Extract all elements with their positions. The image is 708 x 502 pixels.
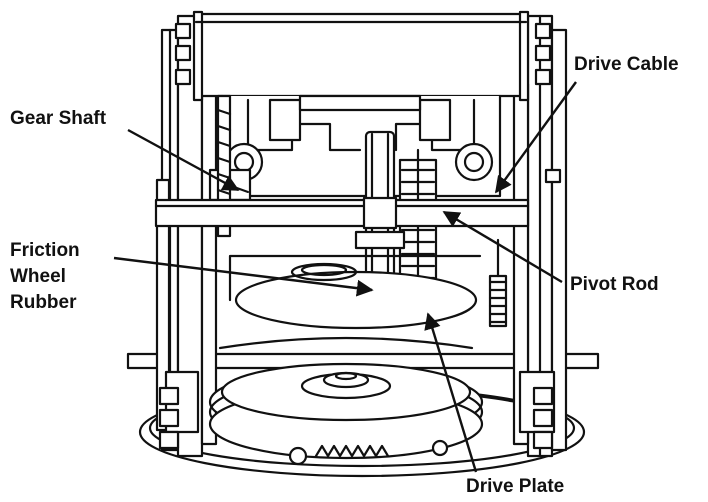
lower-spring [288,439,449,466]
drive-plate [228,254,482,330]
right-frame [512,14,568,458]
label-friction-wheel-line1: Friction [10,240,80,261]
leader-drive-plate [424,312,478,473]
top-housing [192,10,530,102]
leader-gear-shaft [127,128,240,192]
tension-spring [488,238,508,328]
label-pivot-rod: Pivot Rod [570,274,659,295]
label-friction-wheel-line3: Rubber [10,292,77,313]
label-gear-shaft: Gear Shaft [10,108,107,129]
leader-friction-wheel [113,256,374,297]
lower-pulley [208,336,484,460]
pivot-rod [154,196,530,230]
leader-pivot-rod [442,210,563,284]
label-friction-wheel-line2: Wheel [10,266,66,287]
gearbox-bracket [220,94,502,198]
label-drive-plate: Drive Plate [466,476,565,497]
label-drive-cable: Drive Cable [574,54,679,75]
leader-drive-cable [495,81,577,194]
